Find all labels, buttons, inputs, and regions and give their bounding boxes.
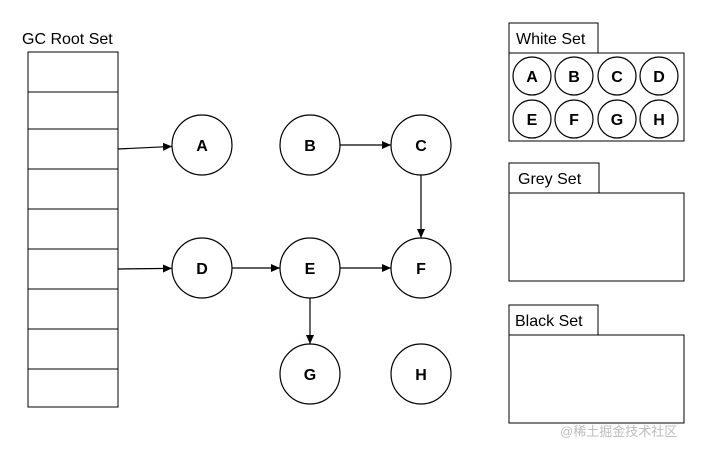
node-H: H: [390, 343, 452, 405]
node-circle: [279, 114, 341, 176]
node-circle: [279, 237, 341, 299]
root-set-cell: [27, 168, 119, 210]
member-label: C: [611, 69, 623, 86]
root-set-table: [27, 51, 119, 408]
node-circle: [390, 343, 452, 405]
node-label: A: [196, 138, 208, 155]
node-circle: [171, 114, 233, 176]
member-label: H: [653, 112, 665, 129]
grey-set-title: Grey Set: [518, 171, 582, 188]
edge-root-cell-5-to-D: [117, 264, 173, 273]
white-set-member-C: C: [597, 56, 637, 96]
root-set-title: GC Root Set: [22, 31, 113, 48]
root-set-cell: [27, 208, 119, 250]
grey-set-box: [508, 192, 685, 282]
member-circle: [554, 99, 594, 139]
black-set-title: Black Set: [515, 313, 583, 330]
black-set: Black Set: [508, 304, 685, 424]
member-label: A: [526, 69, 538, 86]
node-label: E: [305, 261, 316, 278]
node-circle: [171, 237, 233, 299]
node-D: D: [171, 237, 233, 299]
root-set-cell: [27, 91, 119, 130]
white-set-tab: [508, 22, 599, 54]
member-circle: [639, 56, 679, 96]
node-B: B: [279, 114, 341, 176]
node-label: B: [304, 138, 316, 155]
white-set-member-G: G: [597, 99, 637, 139]
member-circle: [597, 99, 637, 139]
node-label: D: [196, 261, 208, 278]
root-set-cell: [27, 248, 119, 290]
white-set-title: White Set: [516, 31, 586, 48]
white-set-member-B: B: [554, 56, 594, 96]
root-set-cell: [27, 328, 119, 370]
member-label: F: [569, 112, 579, 129]
member-circle: [554, 56, 594, 96]
object-graph: A B C D E F G H: [171, 114, 452, 405]
root-set-cell: [27, 128, 119, 170]
member-circle: [597, 56, 637, 96]
member-label: E: [527, 112, 538, 129]
white-set-member-A: A: [512, 56, 552, 96]
member-circle: [639, 99, 679, 139]
white-set-member-D: D: [639, 56, 679, 96]
white-set-member-E: E: [512, 99, 552, 139]
root-set-cell: [27, 288, 119, 330]
member-circle: [512, 99, 552, 139]
node-label: C: [415, 138, 427, 155]
node-circle: [390, 114, 452, 176]
white-set-member-F: F: [554, 99, 594, 139]
member-label: G: [611, 112, 623, 129]
node-C: C: [390, 114, 452, 176]
member-circle: [512, 56, 552, 96]
node-label: G: [304, 367, 316, 384]
root-set-cell: [27, 368, 119, 408]
member-label: D: [653, 69, 665, 86]
node-label: F: [416, 261, 426, 278]
white-set-members: A B C D E F G H: [512, 56, 679, 139]
node-circle: [279, 343, 341, 405]
white-set: White Set A B C D E F G H: [508, 22, 685, 142]
white-set-member-H: H: [639, 99, 679, 139]
black-set-box: [508, 334, 685, 424]
node-circle: [390, 237, 452, 299]
node-E: E: [279, 237, 341, 299]
root-set-cell: [27, 51, 119, 93]
watermark: @稀土掘金技术社区: [560, 424, 677, 439]
node-A: A: [171, 114, 233, 176]
edge-root-cell-2-to-A: [117, 142, 173, 151]
node-G: G: [279, 343, 341, 405]
grey-set: Grey Set: [508, 162, 685, 282]
member-label: B: [568, 69, 580, 86]
reference-edges: [117, 141, 425, 344]
node-F: F: [390, 237, 452, 299]
node-label: H: [415, 367, 427, 384]
